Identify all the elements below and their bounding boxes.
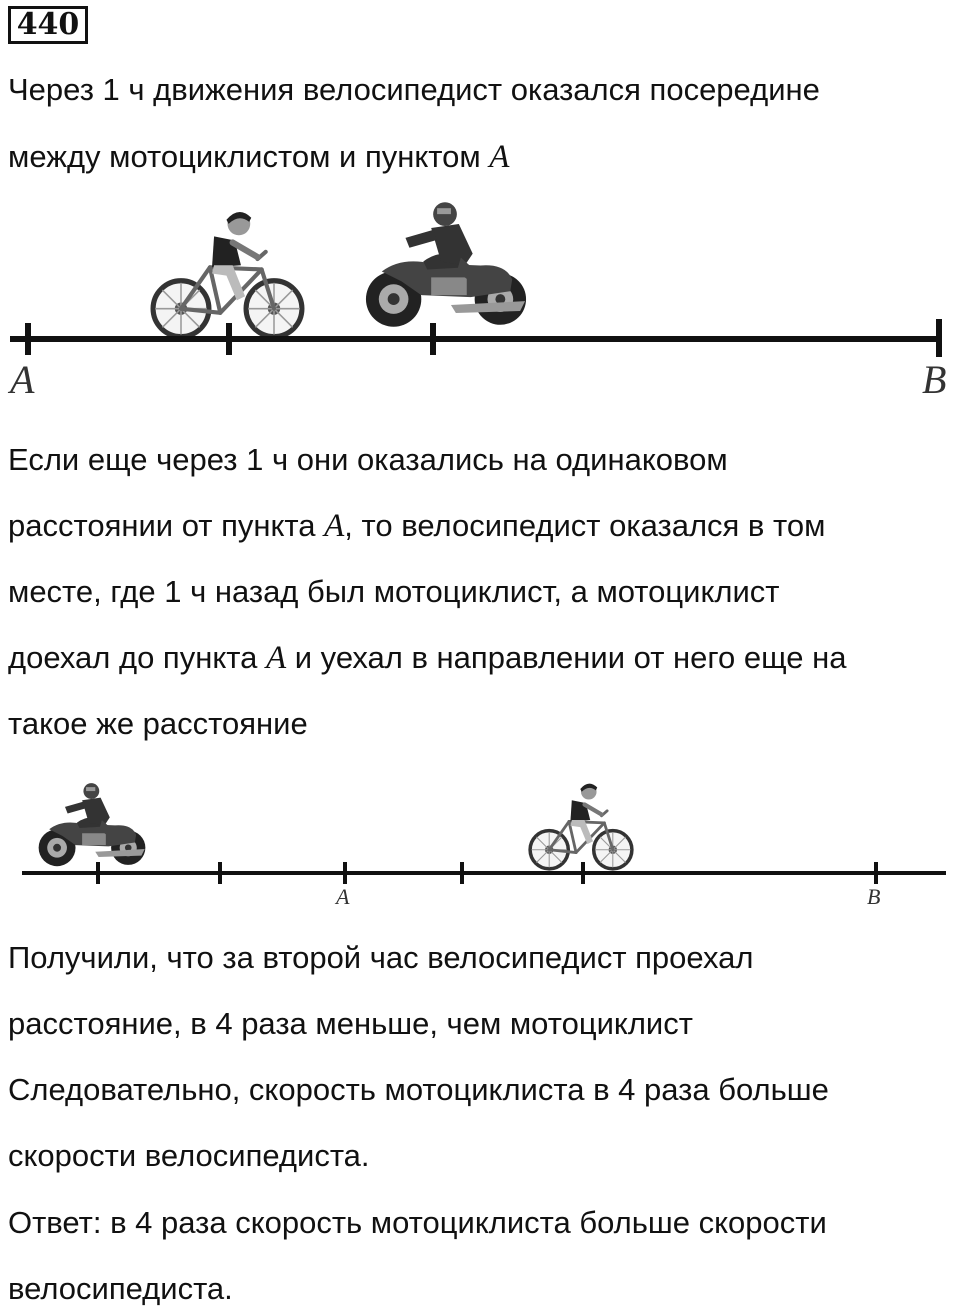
- para2-line2-a: расстоянии от пункта: [8, 508, 325, 543]
- point-a-var: A: [324, 508, 345, 544]
- label-b: B: [867, 884, 880, 909]
- para2-line2: расстоянии от пункта A, то велосипедист …: [8, 506, 825, 546]
- cyclist-icon: [530, 784, 632, 869]
- label-b: B: [922, 357, 946, 402]
- para2-line1: Если еще через 1 ч они оказались на один…: [8, 442, 728, 477]
- para1-line2: между мотоциклистом и пунктом A: [8, 137, 509, 177]
- para2-line2-b: , то велосипедист оказался в том: [344, 508, 826, 543]
- para2-line4: доехал до пункта A и уехал в направлении…: [8, 638, 846, 678]
- para1-line1: Через 1 ч движения велосипедист оказался…: [8, 72, 820, 107]
- para2-line5: такое же расстояние: [8, 706, 308, 741]
- motorcyclist-icon: [365, 202, 527, 327]
- para2-line4-b: и уехал в направлении от него еще на: [286, 640, 847, 675]
- para3-line3: Следовательно, скорость мотоциклиста в 4…: [8, 1072, 829, 1107]
- diagram-second-hour: A B: [22, 770, 946, 909]
- answer-line2: велосипедиста.: [8, 1271, 233, 1306]
- point-a-var: A: [489, 139, 510, 175]
- para2-line3: месте, где 1 ч назад был мотоциклист, а …: [8, 574, 780, 609]
- para3-line4: скорости велосипедиста.: [8, 1138, 370, 1173]
- para1-line2-text: между мотоциклистом и пунктом: [8, 139, 490, 174]
- answer-line1: Ответ: в 4 раза скорость мотоциклиста бо…: [8, 1205, 827, 1240]
- para3-line2: расстояние, в 4 раза меньше, чем мотоцик…: [8, 1006, 693, 1041]
- label-a: A: [334, 884, 350, 909]
- label-a: A: [7, 357, 35, 402]
- problem-number: 440: [8, 6, 88, 44]
- para3-line1: Получили, что за второй час велосипедист…: [8, 940, 754, 975]
- para2-line4-a: доехал до пункта: [8, 640, 266, 675]
- diagram-first-hour: A B: [7, 202, 946, 402]
- cyclist-icon: [153, 212, 302, 337]
- motorcyclist-icon: [38, 783, 146, 867]
- point-a-var: A: [265, 640, 287, 676]
